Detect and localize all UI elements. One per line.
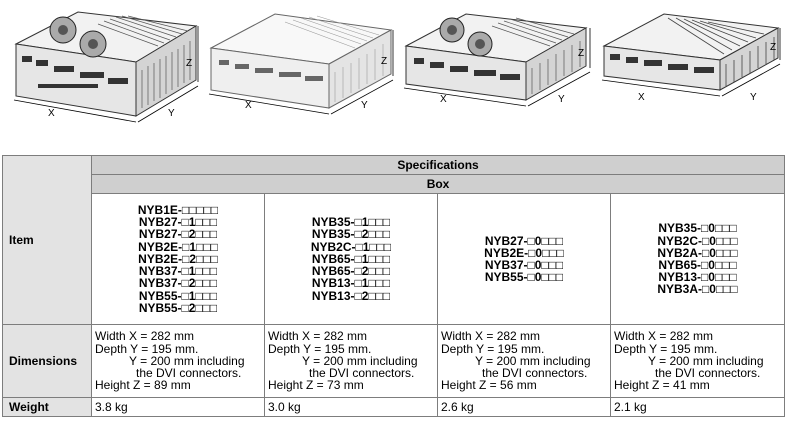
product-image-1: X Y Z bbox=[8, 4, 203, 150]
item-header-cell: Item bbox=[2, 155, 92, 325]
product-image-4: X Y Z bbox=[598, 4, 784, 150]
model-code: NYB2E-□1□□□ bbox=[138, 239, 218, 254]
model-code: NYB55-□2□□□ bbox=[138, 300, 218, 315]
dimension-depth: Depth Y = 195 mm. bbox=[614, 341, 718, 356]
x-axis-label-2: X bbox=[245, 100, 252, 111]
dimension-height: Height Z = 73 mm bbox=[268, 378, 364, 393]
dimension-width: Width X = 282 mm bbox=[268, 329, 368, 344]
model-code: NYB55-□0□□□ bbox=[484, 270, 564, 285]
dimension-y-note: Y = 200 mm including bbox=[475, 353, 591, 368]
z-axis-label-3: Z bbox=[578, 48, 584, 59]
x-axis-label-3: X bbox=[440, 94, 447, 105]
specifications-table: Item Specifications Box NYB1E-□□□□□ NYB2… bbox=[2, 155, 786, 417]
z-axis-label-2: Z bbox=[381, 56, 387, 67]
model-code: NYB27-□0□□□ bbox=[484, 233, 564, 248]
dimension-y-note: the DVI connectors. bbox=[482, 366, 588, 381]
model-code: NYB13-□0□□□ bbox=[658, 270, 737, 285]
model-code: NYB37-□2□□□ bbox=[138, 276, 218, 291]
y-axis-label-1: Y bbox=[168, 108, 175, 119]
dimension-height: Height Z = 56 mm bbox=[441, 378, 537, 393]
z-axis-label-1: Z bbox=[186, 58, 192, 69]
dimension-height: Height Z = 41 mm bbox=[614, 378, 710, 393]
model-code: NYB35-□2□□□ bbox=[311, 227, 391, 242]
dimension-height: Height Z = 89 mm bbox=[95, 378, 191, 393]
product-image-3: X Y Z bbox=[400, 4, 592, 150]
dimensions-cell-2: Width X = 282 mm Depth Y = 195 mm. Y = 2… bbox=[264, 324, 438, 398]
product-illustrations: X Y Z X bbox=[0, 0, 788, 152]
y-axis-label-2: Y bbox=[361, 100, 368, 111]
x-axis-label-1: X bbox=[48, 108, 55, 119]
dimensions-cell-4: Width X = 282 mm Depth Y = 195 mm. Y = 2… bbox=[609, 324, 786, 398]
model-code: NYB2E-□2□□□ bbox=[138, 251, 218, 266]
dimension-depth: Depth Y = 195 mm. bbox=[268, 341, 372, 356]
dimension-y-note: the DVI connectors. bbox=[309, 366, 415, 381]
dimension-depth: Depth Y = 195 mm. bbox=[441, 341, 545, 356]
model-code: NYB3A-□0□□□ bbox=[657, 282, 738, 297]
models-cell-3: NYB27-□0□□□ NYB2E-□0□□□ NYB37-□0□□□ NYB5… bbox=[437, 193, 611, 325]
model-code: NYB2A-□0□□□ bbox=[657, 245, 738, 260]
specifications-header: Specifications bbox=[90, 155, 786, 175]
models-cell-1: NYB1E-□□□□□ NYB27-□1□□□ NYB27-□2□□□ NYB2… bbox=[91, 193, 265, 325]
dimension-y-note: Y = 200 mm including bbox=[648, 353, 764, 368]
model-code: NYB65-□1□□□ bbox=[311, 251, 391, 266]
model-code: NYB55-□1□□□ bbox=[138, 288, 218, 303]
dimension-y-note: the DVI connectors. bbox=[655, 366, 761, 381]
x-axis-label-4: X bbox=[638, 92, 645, 103]
dimension-width: Width X = 282 mm bbox=[441, 329, 541, 344]
product-image-2: X Y Z bbox=[205, 4, 395, 150]
model-code: NYB37-□0□□□ bbox=[484, 258, 564, 272]
dimension-y-note: the DVI connectors. bbox=[136, 366, 242, 381]
model-code: NYB1E-□□□□□ bbox=[137, 203, 219, 218]
model-code: NYB13-□1□□□ bbox=[311, 276, 391, 291]
model-code: NYB2E-□0□□□ bbox=[484, 245, 564, 260]
weight-value: 3.0 kg bbox=[264, 397, 438, 417]
model-code: NYB2C-□0□□□ bbox=[657, 233, 738, 248]
weight-label: Weight bbox=[2, 397, 92, 417]
model-code: NYB65-□2□□□ bbox=[311, 264, 391, 279]
dimensions-cell-1: Width X = 282 mm Depth Y = 195 mm. Y = 2… bbox=[91, 324, 265, 398]
models-cell-4: NYB35-□0□□□ NYB2C-□0□□□ NYB2A-□0□□□ NYB6… bbox=[609, 193, 786, 325]
model-code: NYB37-□1□□□ bbox=[138, 264, 218, 279]
model-code: NYB35-□0□□□ bbox=[658, 221, 737, 236]
dimension-y-note: Y = 200 mm including bbox=[302, 353, 418, 368]
model-code: NYB27-□1□□□ bbox=[138, 215, 218, 230]
z-axis-label-4: Z bbox=[770, 42, 776, 53]
y-axis-label-3: Y bbox=[558, 94, 565, 105]
y-axis-label-4: Y bbox=[750, 92, 757, 103]
model-code: NYB35-□1□□□ bbox=[311, 215, 391, 230]
model-code: NYB27-□2□□□ bbox=[138, 227, 218, 242]
weight-value: 2.1 kg bbox=[609, 397, 786, 417]
box-header: Box bbox=[90, 174, 786, 194]
dimensions-label: Dimensions bbox=[2, 324, 92, 398]
dimension-depth: Depth Y = 195 mm. bbox=[95, 341, 199, 356]
weight-value: 2.6 kg bbox=[437, 397, 611, 417]
dimension-width: Width X = 282 mm bbox=[95, 329, 195, 344]
dimension-y-note: Y = 200 mm including bbox=[129, 353, 245, 368]
models-cell-2: NYB35-□1□□□ NYB35-□2□□□ NYB2C-□1□□□ NYB6… bbox=[264, 193, 438, 325]
item-label: Item bbox=[9, 233, 34, 247]
dimensions-cell-3: Width X = 282 mm Depth Y = 195 mm. Y = 2… bbox=[437, 324, 611, 398]
weight-value: 3.8 kg bbox=[91, 397, 265, 417]
dimension-width: Width X = 282 mm bbox=[614, 329, 714, 344]
model-code: NYB2C-□1□□□ bbox=[310, 239, 392, 254]
model-code: NYB65-□0□□□ bbox=[658, 258, 737, 272]
model-code: NYB13-□2□□□ bbox=[311, 288, 391, 303]
